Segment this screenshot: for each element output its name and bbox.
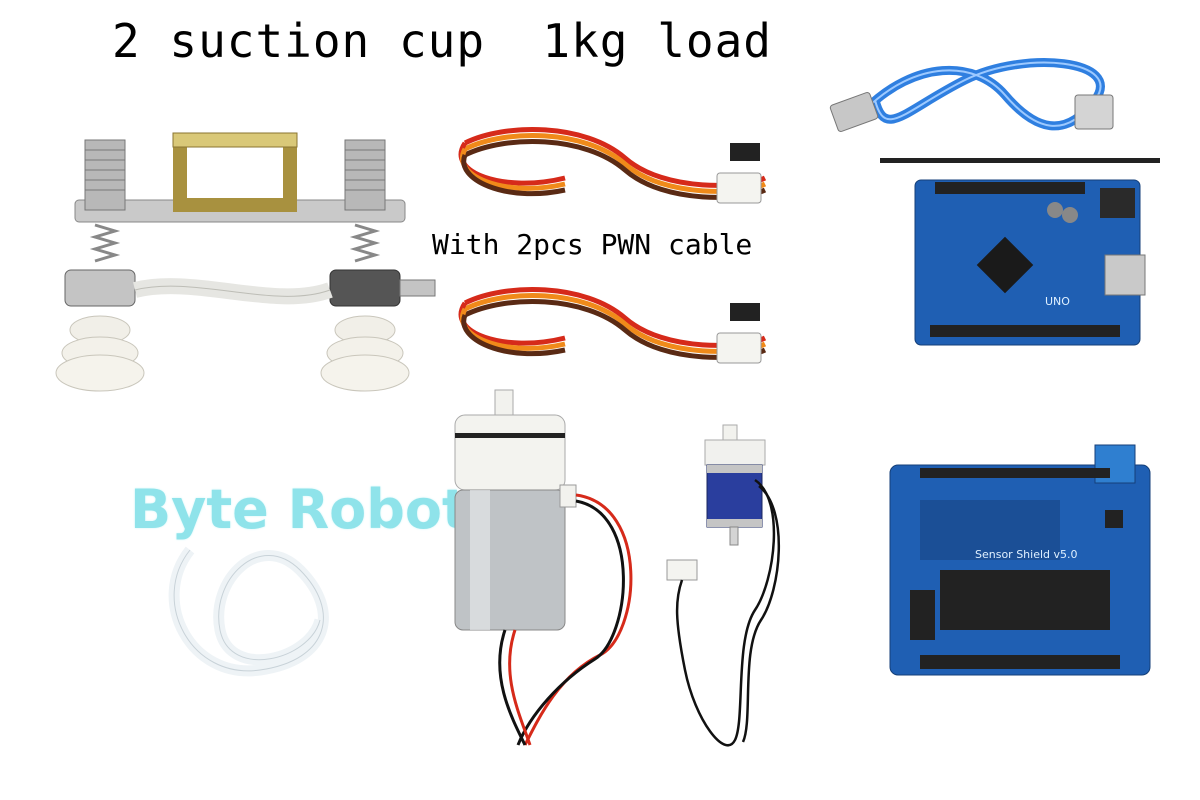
pwm-cable-top-image — [445, 118, 795, 213]
silicone-tubing-image — [150, 510, 350, 690]
cable-caption: With 2pcs PWN cable — [432, 228, 753, 261]
product-title: 2 suction cup 1kg load — [112, 14, 772, 68]
solenoid-valve-image — [655, 420, 795, 750]
watermark-text: Byte Robot — [130, 478, 468, 541]
uno-board-image: UNO — [875, 150, 1175, 350]
suction-cup-assembly-image — [55, 125, 445, 405]
vacuum-pump-image — [430, 385, 660, 765]
usb-cable-image — [825, 40, 1125, 150]
sensor-shield-label: Sensor Shield v5.0 — [975, 548, 1078, 561]
sensor-shield-image: Sensor Shield v5.0 — [880, 440, 1180, 695]
pwm-cable-bottom-image — [445, 278, 795, 373]
uno-board-label: UNO — [1045, 295, 1070, 308]
